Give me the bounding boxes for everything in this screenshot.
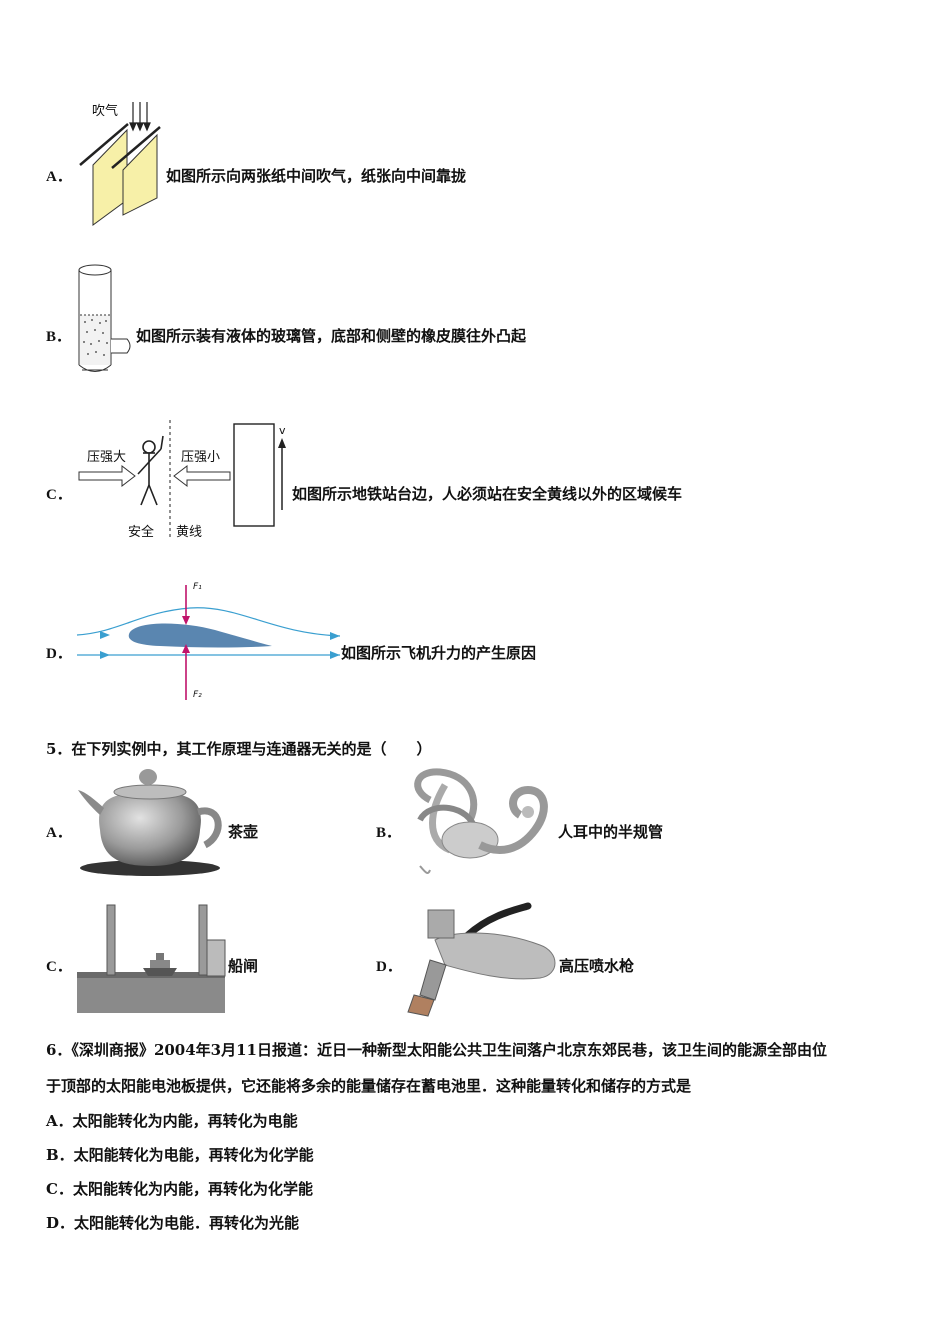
q6-option-c: C．太阳能转化为内能，再转化为化学能: [46, 1180, 313, 1198]
label-yellow-line: 黄线: [176, 525, 203, 540]
q5-option-c-letter: C．: [46, 959, 72, 975]
q6-option-a: A．太阳能转化为内能，再转化为电能: [46, 1112, 298, 1130]
option-d-letter: D．: [46, 646, 72, 662]
q5-option-d-letter: D．: [376, 959, 402, 975]
q6-option-b: B．太阳能转化为电能，再转化为化学能: [46, 1146, 314, 1164]
person-figure: [137, 435, 164, 506]
label-f1: F₁: [193, 582, 202, 592]
label-low-pressure: 压强小: [181, 450, 221, 465]
q6-option-d: D．太阳能转化为电能．再转化为光能: [46, 1214, 300, 1232]
label-velocity: v: [279, 424, 286, 437]
option-d-text: 如图所示飞机升力的产生原因: [341, 644, 537, 662]
q5-option-a-text: 茶壶: [228, 823, 259, 841]
label-safety: 安全: [128, 525, 155, 540]
option-a-letter: A．: [46, 169, 72, 185]
label-f2: F₂: [193, 690, 202, 700]
label-high-pressure: 压强大: [87, 450, 127, 465]
figure-label-blow: 吹气: [92, 104, 119, 119]
question-6-line1: 6．《深圳商报》2004年3月11日报道：近日一种新型太阳能公共卫生间落户北京东…: [46, 1041, 828, 1059]
question-6-line2: 于顶部的太阳能电池板提供，它还能将多余的能量储存在蓄电池里．这种能量转化和储存的…: [46, 1077, 692, 1095]
q5-option-b-text: 人耳中的半规管: [558, 823, 664, 841]
option-b-text: 如图所示装有液体的玻璃管，底部和侧壁的橡皮膜往外凸起: [136, 327, 527, 345]
q5-option-a-letter: A．: [46, 825, 72, 841]
option-a-text: 如图所示向两张纸中间吹气，纸张向中间靠拢: [166, 167, 467, 185]
option-b-letter: B．: [46, 329, 72, 345]
question-5: 5．在下列实例中，其工作原理与连通器无关的是（ ）: [46, 740, 432, 758]
q5-option-d-text: 高压喷水枪: [559, 957, 635, 975]
q5-option-b-letter: B．: [376, 825, 402, 841]
q5-option-c-text: 船闸: [228, 957, 259, 975]
option-c-text: 如图所示地铁站台边，人必须站在安全黄线以外的区域候车: [292, 485, 683, 503]
option-c-letter: C．: [46, 487, 72, 503]
